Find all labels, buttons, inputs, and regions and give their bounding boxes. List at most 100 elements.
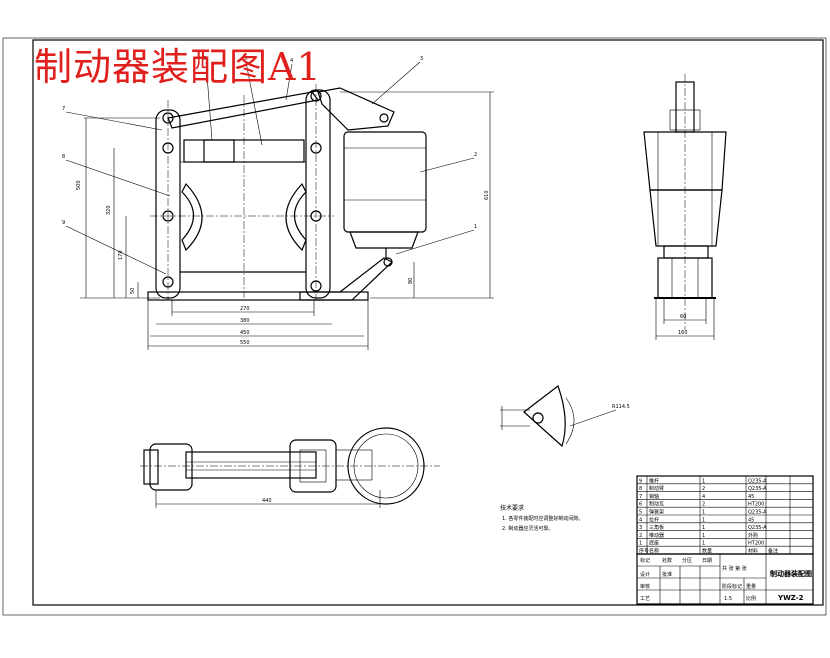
tb-label-count: 处数 — [662, 557, 672, 564]
bom-cell-mat: Q235-A — [748, 486, 767, 492]
bom-header-qty: 数量 — [702, 548, 712, 555]
bom-cell-qty: 1 — [702, 533, 705, 539]
bom-cell-name: 推动器 — [649, 532, 664, 539]
bom-cell-qty: 1 — [702, 525, 705, 531]
bom-cell-name: 弹簧架 — [649, 509, 664, 516]
leader-4: 4 — [290, 58, 293, 64]
leader-3: 3 — [420, 56, 423, 62]
tb-label-weight: 重量 — [746, 583, 756, 590]
tb-label-stage: 阶段标记 — [722, 583, 742, 590]
right-brake-arm — [305, 89, 331, 299]
tb-label-scale: 比例 — [746, 595, 756, 602]
bom-cell-name: 推杆 — [649, 477, 659, 484]
bom-header-no: 序号 — [639, 548, 649, 555]
bom-cell-mat: Q235-A — [748, 510, 767, 516]
tb-label-process: 工艺 — [640, 596, 650, 602]
dim-left-4: 50 — [130, 288, 136, 294]
detail-shoe — [523, 385, 566, 448]
bom-cell-mat: 45 — [748, 517, 754, 523]
bom-header-remark: 备注 — [768, 548, 778, 555]
bom-cell-no: 4 — [639, 517, 642, 523]
bom-cell-qty: 1 — [702, 517, 705, 523]
bom-cell-name: 拉杆 — [649, 516, 659, 523]
pull-rod — [185, 451, 317, 479]
dim-bottom-3: 450 — [240, 330, 250, 336]
top-link — [167, 91, 320, 129]
spring-nut — [203, 139, 235, 163]
dim-bottom-1: 270 — [240, 306, 250, 312]
tb-label-approve: 批准 — [662, 571, 672, 578]
note-1: 1. 各零件装配时应调整好制动间隙。 — [502, 515, 583, 522]
detail-radius: R114.5 — [612, 404, 630, 410]
bom-cell-mat: Q235-A — [748, 478, 767, 484]
detail-view: R114.5 — [500, 385, 630, 448]
bom-cell-qty: 4 — [702, 494, 705, 500]
bom-cell-qty: 1 — [702, 510, 705, 516]
inner-frame — [32, 39, 824, 606]
bom-cell-name: 三角板 — [649, 524, 664, 531]
dim-left-2: 320 — [106, 205, 112, 215]
dim-side-1: 60 — [680, 314, 686, 320]
bom-cell-qty: 2 — [702, 502, 705, 508]
tb-scale: 1:5 — [724, 596, 732, 602]
leader-5: 5 — [244, 56, 247, 62]
thruster-body — [343, 131, 427, 233]
leader-8: 8 — [62, 154, 65, 160]
bom-cell-no: 7 — [639, 494, 642, 500]
bom-cell-no: 5 — [639, 510, 642, 516]
bom-cell-mat: Q235-A — [748, 525, 767, 531]
tb-label-review: 审核 — [640, 583, 650, 590]
tb-label-zone: 分区 — [682, 557, 692, 564]
tb-sheet: 共 张 第 张 — [722, 565, 747, 572]
bom-cell-mat: HT200 — [748, 502, 764, 508]
bom-cell-name: 制动瓦 — [649, 501, 664, 508]
front-view: 270 380 450 550 500 320 170 50 610 80 — [62, 56, 494, 350]
bom-cell-mat: HT200 — [748, 541, 764, 547]
bom-cell-no: 2 — [639, 533, 642, 539]
technical-notes: 技术要求 1. 各零件装配时应调整好制动间隙。 2. 制动器应灵活可靠。 — [500, 504, 583, 532]
bom-cell-no: 6 — [639, 502, 642, 508]
bom-cell-name: 底座 — [649, 540, 659, 547]
bom-cell-no: 9 — [639, 478, 642, 484]
bom-cell-no: 3 — [639, 525, 642, 531]
dim-bottom-4: 550 — [240, 340, 250, 346]
bom-header-name: 名称 — [649, 548, 659, 555]
bottom-view: 440 — [140, 427, 440, 508]
bom-header-mat: 材料 — [748, 548, 758, 555]
tb-drawing-name: 制动器装配图 — [770, 569, 812, 578]
title-block: 设计 审核 工艺 批准 标记 处数 分区 日期 阶段标记 重量 比例 1:5 共… — [636, 553, 814, 605]
bom-cell-no: 8 — [639, 486, 642, 492]
leader-1: 1 — [474, 224, 477, 230]
tb-label-mark: 标记 — [640, 557, 650, 564]
note-2: 2. 制动器应灵活可靠。 — [502, 525, 553, 532]
bom-cell-mat: 45 — [748, 494, 754, 500]
leader-2: 2 — [474, 152, 477, 158]
bom-cell-qty: 1 — [702, 541, 705, 547]
triangle-plate — [317, 87, 395, 131]
tb-drawing-number: YWZ-2 — [777, 594, 804, 602]
dim-right-2: 80 — [408, 278, 414, 284]
right-brake-shoe — [285, 182, 307, 252]
tb-label-date: 日期 — [702, 558, 712, 564]
bom-cell-no: 1 — [639, 541, 642, 547]
bom-cell-name: 销轴 — [649, 493, 659, 500]
base-plate — [147, 291, 369, 301]
bom-cell-name: 制动臂 — [649, 485, 664, 492]
dim-side-2: 160 — [678, 330, 688, 336]
dim-bottom-view: 440 — [262, 498, 272, 504]
notes-heading: 技术要求 — [500, 504, 524, 512]
leader-9: 9 — [62, 220, 65, 226]
dim-right-1: 610 — [484, 190, 490, 200]
bom-cell-qty: 2 — [702, 486, 705, 492]
dim-bottom-2: 380 — [240, 318, 250, 324]
left-brake-shoe — [181, 182, 203, 252]
outer-border — [2, 37, 827, 616]
dim-left-3: 170 — [118, 250, 124, 260]
dim-left-1: 500 — [76, 180, 82, 190]
base-bracket — [299, 257, 394, 301]
side-view: 60 160 — [643, 74, 727, 340]
tb-label-design: 设计 — [640, 571, 650, 578]
